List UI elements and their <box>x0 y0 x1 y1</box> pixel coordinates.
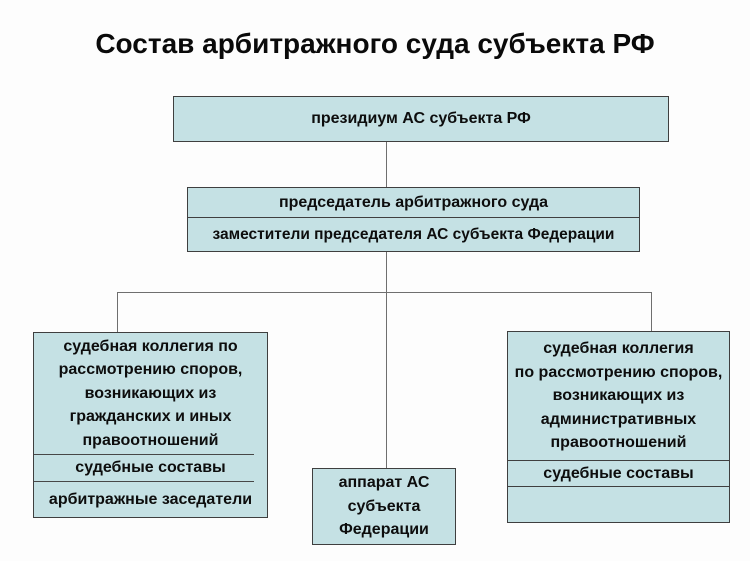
admin-collegium-title: судебная коллегия по рассмотрению споров… <box>508 332 729 460</box>
presidium-box: президиум АС субъекта РФ <box>173 96 669 142</box>
admin-collegium-line: возникающих из <box>552 387 685 405</box>
apparatus-label: аппарат АС субъекта Федерации <box>313 469 455 544</box>
civil-collegium-line: гражданских и иных <box>69 408 232 426</box>
connector-drop-right <box>651 292 652 331</box>
apparatus-box: аппарат АС субъекта Федерации <box>312 468 456 545</box>
admin-collegium-line: правоотношений <box>550 434 687 452</box>
civil-collegium-box: судебная коллегия по рассмотрению споров… <box>33 332 268 518</box>
admin-divider-2 <box>508 486 729 487</box>
admin-collegium-line: судебная коллегия <box>543 340 694 358</box>
admin-collegium-line: по рассмотрению споров, <box>514 363 723 381</box>
connector-presidium-to-chairman <box>386 142 387 188</box>
civil-collegium-line: рассмотрению споров, <box>58 361 243 379</box>
admin-divider-1 <box>508 460 729 461</box>
apparatus-line: Федерации <box>339 521 429 539</box>
connector-chairman-to-apparatus <box>386 252 387 468</box>
admin-collegium-box: судебная коллегия по рассмотрению споров… <box>507 331 730 523</box>
deputies-row: заместители председателя АС субъекта Фед… <box>212 225 615 243</box>
civil-collegium-line: судебная коллегия по <box>63 337 238 355</box>
civil-collegium-line: правоотношений <box>82 431 219 449</box>
civil-collegium-line: возникающих из <box>84 384 217 402</box>
admin-collegium-line: административных <box>540 410 697 428</box>
chairman-divider <box>188 217 639 218</box>
diagram-title: Состав арбитражного суда субъекта РФ <box>95 28 655 59</box>
civil-collegium-title: судебная коллегия по рассмотрению споров… <box>34 333 267 454</box>
civil-divider-1 <box>34 454 254 455</box>
admin-judicial-panels-label: судебные составы <box>543 464 694 482</box>
connector-drop-left <box>117 292 118 332</box>
civil-divider-2 <box>34 481 254 482</box>
chairman-row: председатель арбитражного суда <box>278 193 549 211</box>
civil-judicial-panels-label: судебные составы <box>75 459 226 476</box>
presidium-label: президиум АС субъекта РФ <box>311 110 531 127</box>
connector-distributor-line <box>117 292 652 293</box>
chairman-box: председатель арбитражного суда заместите… <box>187 187 640 252</box>
admin-empty-section <box>508 487 729 522</box>
apparatus-line: субъекта <box>347 497 421 515</box>
arbitration-assessors-label: арбитражные заседатели <box>48 490 253 508</box>
apparatus-line: аппарат АС <box>338 474 430 492</box>
